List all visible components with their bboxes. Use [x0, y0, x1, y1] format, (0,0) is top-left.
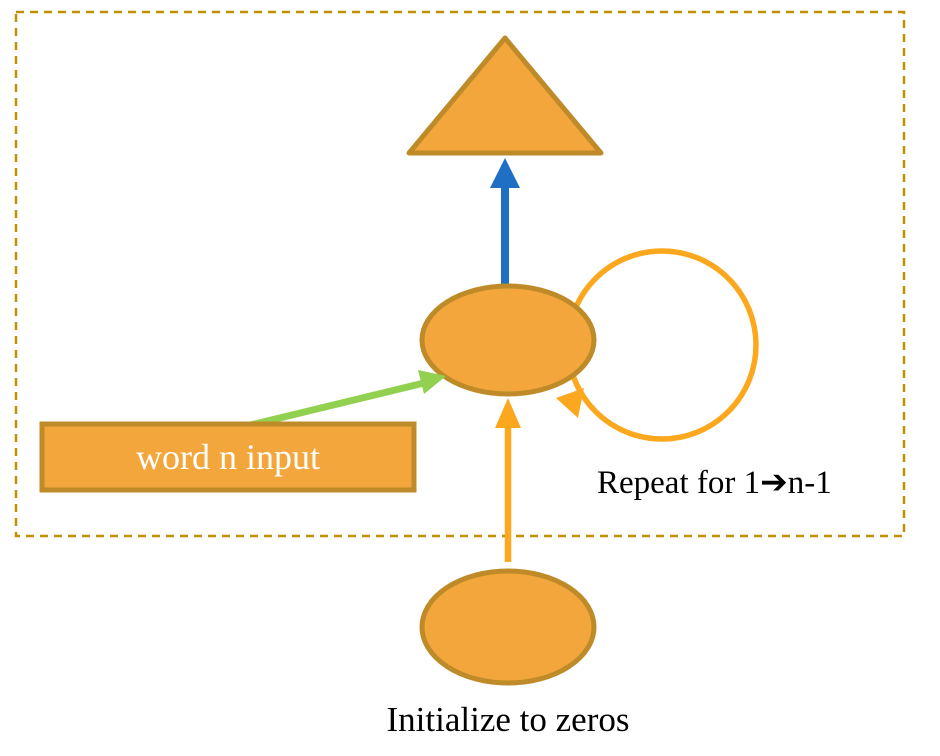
hidden-state-ellipse: [419, 283, 597, 397]
word-input-box: [39, 421, 417, 493]
output-triangle: [406, 35, 604, 156]
repeat-region-dashed-border: [14, 10, 906, 538]
self-loop-arrow-head: [556, 388, 584, 418]
output-arrow-icon: [490, 158, 520, 288]
input-arrow-icon: [229, 370, 446, 434]
repeat-annotation: Repeat for 1➔n-1: [597, 465, 832, 501]
output-arrow-head: [490, 158, 520, 188]
initialize-annotation: Initialize to zeros: [386, 700, 630, 739]
init-arrow-icon: [495, 398, 521, 562]
init-state-ellipse: [419, 568, 597, 686]
init-arrow-head: [495, 398, 521, 428]
self-loop-circle: [565, 248, 759, 442]
input-arrow-head: [418, 370, 446, 394]
word-input-label: word n input: [136, 437, 320, 477]
